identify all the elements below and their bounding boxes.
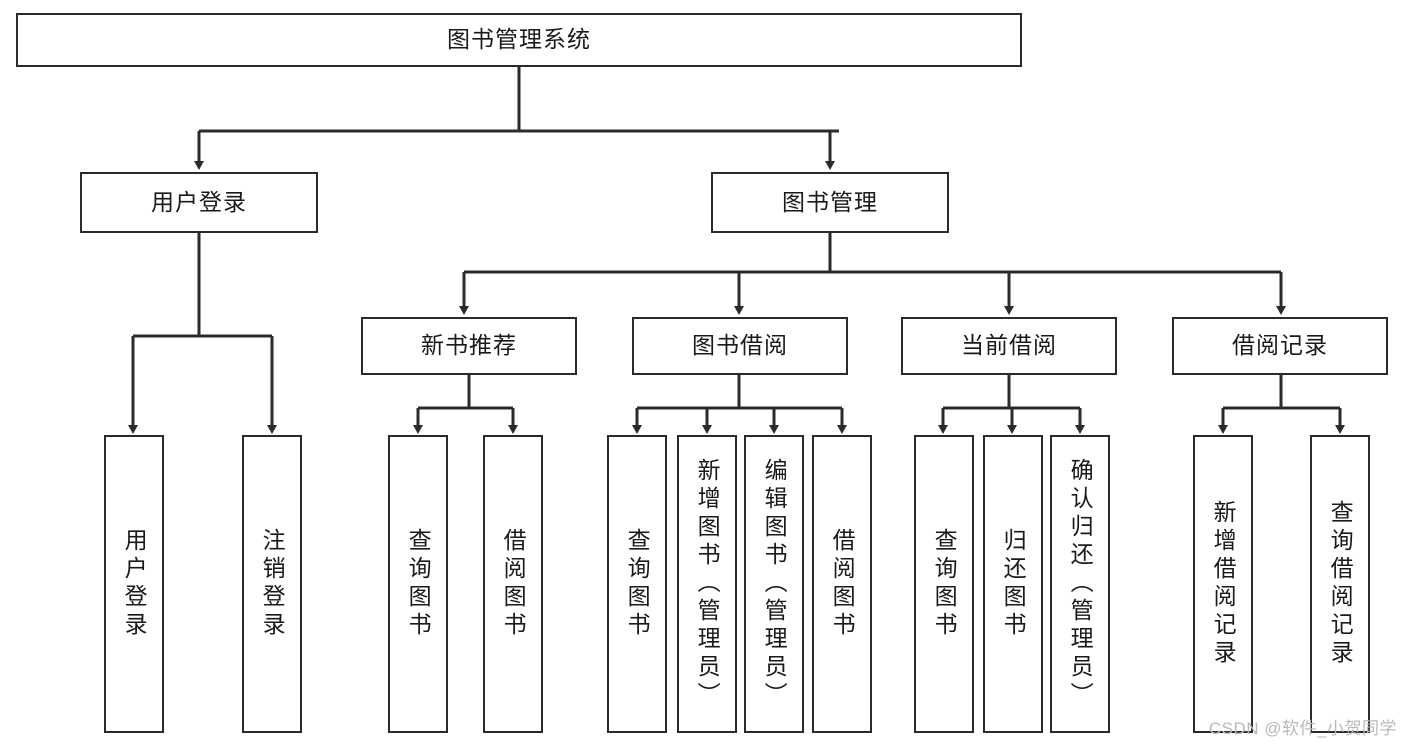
leaf-query-books-current[interactable]: 查询图书 [914, 435, 974, 733]
node-label: 图书管理 [782, 188, 878, 215]
node-label: 查询图书 [405, 528, 432, 640]
node-label: 确认归还（管理员） [1067, 458, 1094, 710]
node-label: 借阅图书 [500, 528, 527, 640]
leaf-query-borrowing-record[interactable]: 查询借阅记录 [1310, 435, 1370, 733]
node-label: 查询借阅记录 [1327, 500, 1354, 668]
leaf-add-book-admin[interactable]: 新增图书（管理员） [677, 435, 737, 733]
node-label: 借阅记录 [1232, 332, 1328, 359]
node-label: 用户登录 [151, 188, 247, 215]
node-label: 查询图书 [624, 528, 651, 640]
node-label: 查询图书 [931, 528, 958, 640]
node-borrowing-records[interactable]: 借阅记录 [1172, 317, 1388, 375]
node-label: 图书管理系统 [447, 26, 591, 53]
leaf-add-borrowing-record[interactable]: 新增借阅记录 [1193, 435, 1253, 733]
node-new-book-recommendation[interactable]: 新书推荐 [361, 317, 577, 375]
node-label: 新书推荐 [421, 332, 517, 359]
leaf-query-books-borrowing[interactable]: 查询图书 [607, 435, 667, 733]
node-book-management[interactable]: 图书管理 [711, 172, 949, 233]
node-label: 图书借阅 [692, 332, 788, 359]
leaf-user-login[interactable]: 用户登录 [104, 435, 164, 733]
leaf-edit-book-admin[interactable]: 编辑图书（管理员） [744, 435, 804, 733]
node-label: 用户登录 [121, 528, 148, 640]
node-user-login[interactable]: 用户登录 [80, 172, 318, 233]
node-label: 新增借阅记录 [1210, 500, 1237, 668]
leaf-logout[interactable]: 注销登录 [242, 435, 302, 733]
leaf-borrow-books-recommendation[interactable]: 借阅图书 [483, 435, 543, 733]
leaf-return-books[interactable]: 归还图书 [983, 435, 1043, 733]
node-label: 当前借阅 [961, 332, 1057, 359]
node-label: 注销登录 [259, 528, 286, 640]
node-root-book-management-system[interactable]: 图书管理系统 [16, 13, 1022, 67]
node-current-borrowing[interactable]: 当前借阅 [901, 317, 1117, 375]
node-label: 编辑图书（管理员） [761, 458, 788, 710]
node-label: 借阅图书 [829, 528, 856, 640]
node-label: 归还图书 [1000, 528, 1027, 640]
leaf-query-books-recommendation[interactable]: 查询图书 [388, 435, 448, 733]
leaf-confirm-return-admin[interactable]: 确认归还（管理员） [1050, 435, 1110, 733]
csdn-watermark: CSDN @软件_小贺同学 [1208, 719, 1397, 738]
node-book-borrowing[interactable]: 图书借阅 [632, 317, 848, 375]
leaf-borrow-books-borrowing[interactable]: 借阅图书 [812, 435, 872, 733]
node-label: 新增图书（管理员） [694, 458, 721, 710]
